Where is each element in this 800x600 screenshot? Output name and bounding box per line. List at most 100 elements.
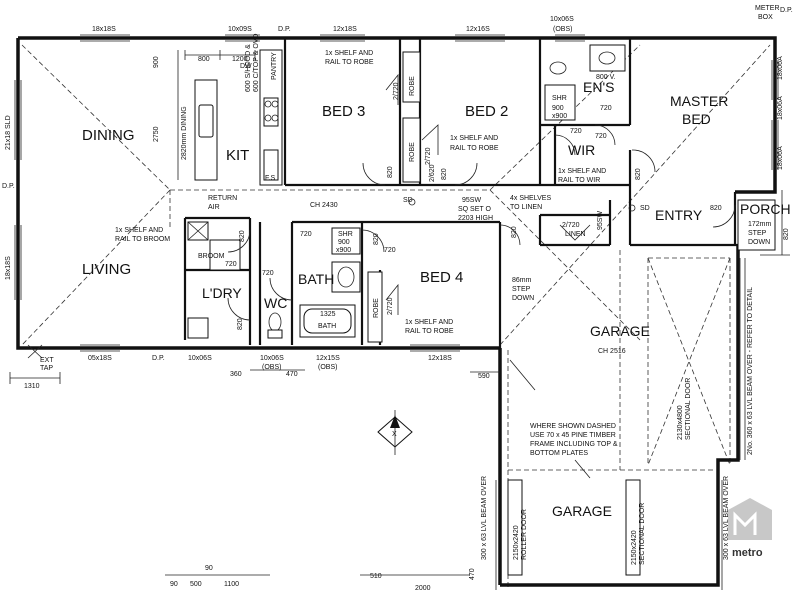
dim-18x18s: 18x18S [92, 26, 116, 33]
note-porch-step-b: STEP [748, 230, 767, 237]
note-sq-d: 95SW [597, 211, 604, 230]
note-meter-b: BOX [758, 14, 773, 21]
dim-2720-bed4: 2/720 [387, 297, 394, 315]
room-labels: DINING KIT BED 3 BED 2 EN'S MASTER BED W… [82, 79, 791, 519]
room-porch: PORCH [740, 201, 791, 217]
note-robe-bed2: ROBE [409, 142, 416, 162]
ext-tap-icon [27, 344, 43, 359]
dim-bottom-90b: 90 [170, 581, 178, 588]
dim-720-wir: 720 [570, 128, 582, 135]
note-robe2-b: RAIL TO ROBE [450, 145, 499, 152]
room-bed3: BED 3 [322, 103, 365, 120]
note-shr-a: SHR [338, 231, 353, 238]
room-garage-top: GARAGE [590, 323, 650, 339]
dim-obs-top: (OBS) [553, 26, 572, 33]
dim-bottom-2000: 2000 [415, 585, 431, 592]
dim-r-18x06a: 18x06A [777, 96, 784, 120]
note-beam-right: 300 x 63 LVL BEAM OVER [723, 476, 730, 560]
dim-r-dp: D.P. [780, 7, 793, 14]
note-oven-b: 600 C/TOP & OVD [253, 34, 260, 93]
note-fs: F.S [265, 175, 275, 182]
note-beam-left: 300 x 63 LVL BEAM OVER [481, 476, 488, 560]
note-broom-b: RAIL TO BROOM [115, 236, 170, 243]
note-dining-dim: 2820mm DINING [181, 106, 188, 160]
dim-12x16s: 12x16S [466, 26, 490, 33]
note-sq-a: 95SW [462, 197, 481, 204]
dim-b-1310: 1310 [24, 383, 40, 390]
bathroom-fixtures [187, 44, 626, 339]
dim-720-ens2: 720 [595, 133, 607, 140]
note-beam: 2No. 360 x 63 LVL BEAM OVER - REFER TO D… [747, 287, 754, 455]
dim-b-470: 470 [286, 371, 298, 378]
dim-2720-bed2: 2/720 [425, 147, 432, 165]
note-robe-bed4: ROBE [373, 298, 380, 318]
note-porch-step-a: 172mm [748, 221, 772, 228]
dim-10x06s: 10x06S [550, 16, 574, 23]
dim-2720-bed3: 2/720 [393, 82, 400, 100]
dimension-lines [9, 369, 500, 576]
note-ext-tap-a: EXT [40, 357, 54, 364]
dim-720-bed4: 720 [384, 247, 396, 254]
dim-1200: 1200 [232, 56, 248, 63]
note-porch-step-c: DOWN [748, 239, 770, 246]
kitchen-fixtures [177, 49, 283, 186]
room-ensuite: EN'S [583, 79, 614, 95]
dim-b-05x18s: 05x18S [88, 355, 112, 362]
note-wir-b: RAIL TO WIR [558, 177, 600, 184]
dim-720-ens1: 720 [600, 105, 612, 112]
note-step-b: STEP [512, 286, 531, 293]
note-sectional-top: 2130x4800 [677, 405, 684, 440]
note-wir-a: 1x SHELF AND [558, 168, 606, 175]
note-bath-label: BATH [318, 323, 336, 330]
note-shr-ens-c: x900 [552, 113, 567, 120]
room-kit: KIT [226, 147, 249, 164]
note-sd2: SD [640, 205, 650, 212]
note-linen: LINEN [565, 231, 586, 238]
dim-820-linen: 820 [511, 226, 518, 238]
note-sectional-btm: 2150x2420 [631, 530, 638, 565]
dim-900: 900 [153, 56, 160, 68]
room-garage-bottom: GARAGE [552, 503, 612, 519]
room-laundry: L'DRY [202, 285, 242, 301]
room-living: LIVING [82, 261, 131, 278]
note-oven-a: 600 S/HOOD & [245, 44, 252, 92]
external-walls [16, 36, 777, 587]
note-return-a: RETURN [208, 195, 237, 202]
note-ch-2430: CH 2430 [310, 202, 338, 209]
dim-bottom-90: 90 [205, 565, 213, 572]
note-robe4-a: 1x SHELF AND [405, 319, 453, 326]
note-broom-a: 1x SHELF AND [115, 227, 163, 234]
note-bath-1325: 1325 [320, 311, 336, 318]
garage-details [495, 258, 746, 590]
note-dw: DW [240, 63, 252, 70]
dim-b-590: 590 [478, 373, 490, 380]
note-linen-a: 4x SHELVES [510, 195, 551, 202]
dim-b-12x15s: 12x15S [316, 355, 340, 362]
dim-left-dp: D.P. [2, 183, 15, 190]
note-broom: BROOM [198, 253, 225, 260]
dim-820-master: 820 [635, 168, 642, 180]
note-shr-ens-b: 900 [552, 105, 564, 112]
note-sectional-top-2: SECTIONAL DOOR [685, 378, 692, 440]
room-wc: WC [264, 295, 287, 311]
dim-bottom-1100: 1100 [224, 581, 239, 588]
room-master-bed: BED [682, 111, 711, 127]
note-shr-ens-a: SHR [552, 95, 567, 102]
dim-820-wc: 820 [239, 230, 246, 242]
note-ext-tap-b: TAP [40, 365, 53, 372]
logo-text: metro [732, 547, 763, 559]
compass-icon [377, 410, 413, 455]
dim-bottom-510: 510 [370, 573, 382, 580]
room-entry: ENTRY [655, 207, 703, 223]
note-robe4-b: RAIL TO ROBE [405, 328, 454, 335]
dim-b-12x18s: 12x18S [428, 355, 452, 362]
plan-notes: 1x SHELF AND RAIL TO ROBE 1x SHELF AND R… [40, 5, 780, 565]
note-shr-c: x900 [336, 247, 351, 254]
note-step-a: 86mm [512, 277, 532, 284]
dim-720-wc: 720 [262, 270, 274, 277]
note-dashed-3: FRAME INCLUDING TOP & [530, 441, 618, 448]
note-sq-b: SQ SET O [458, 206, 491, 213]
note-roller: 2150x2420 [513, 525, 520, 560]
note-return-b: AIR [208, 204, 220, 211]
note-robe3-a: 1x SHELF AND [325, 50, 373, 57]
